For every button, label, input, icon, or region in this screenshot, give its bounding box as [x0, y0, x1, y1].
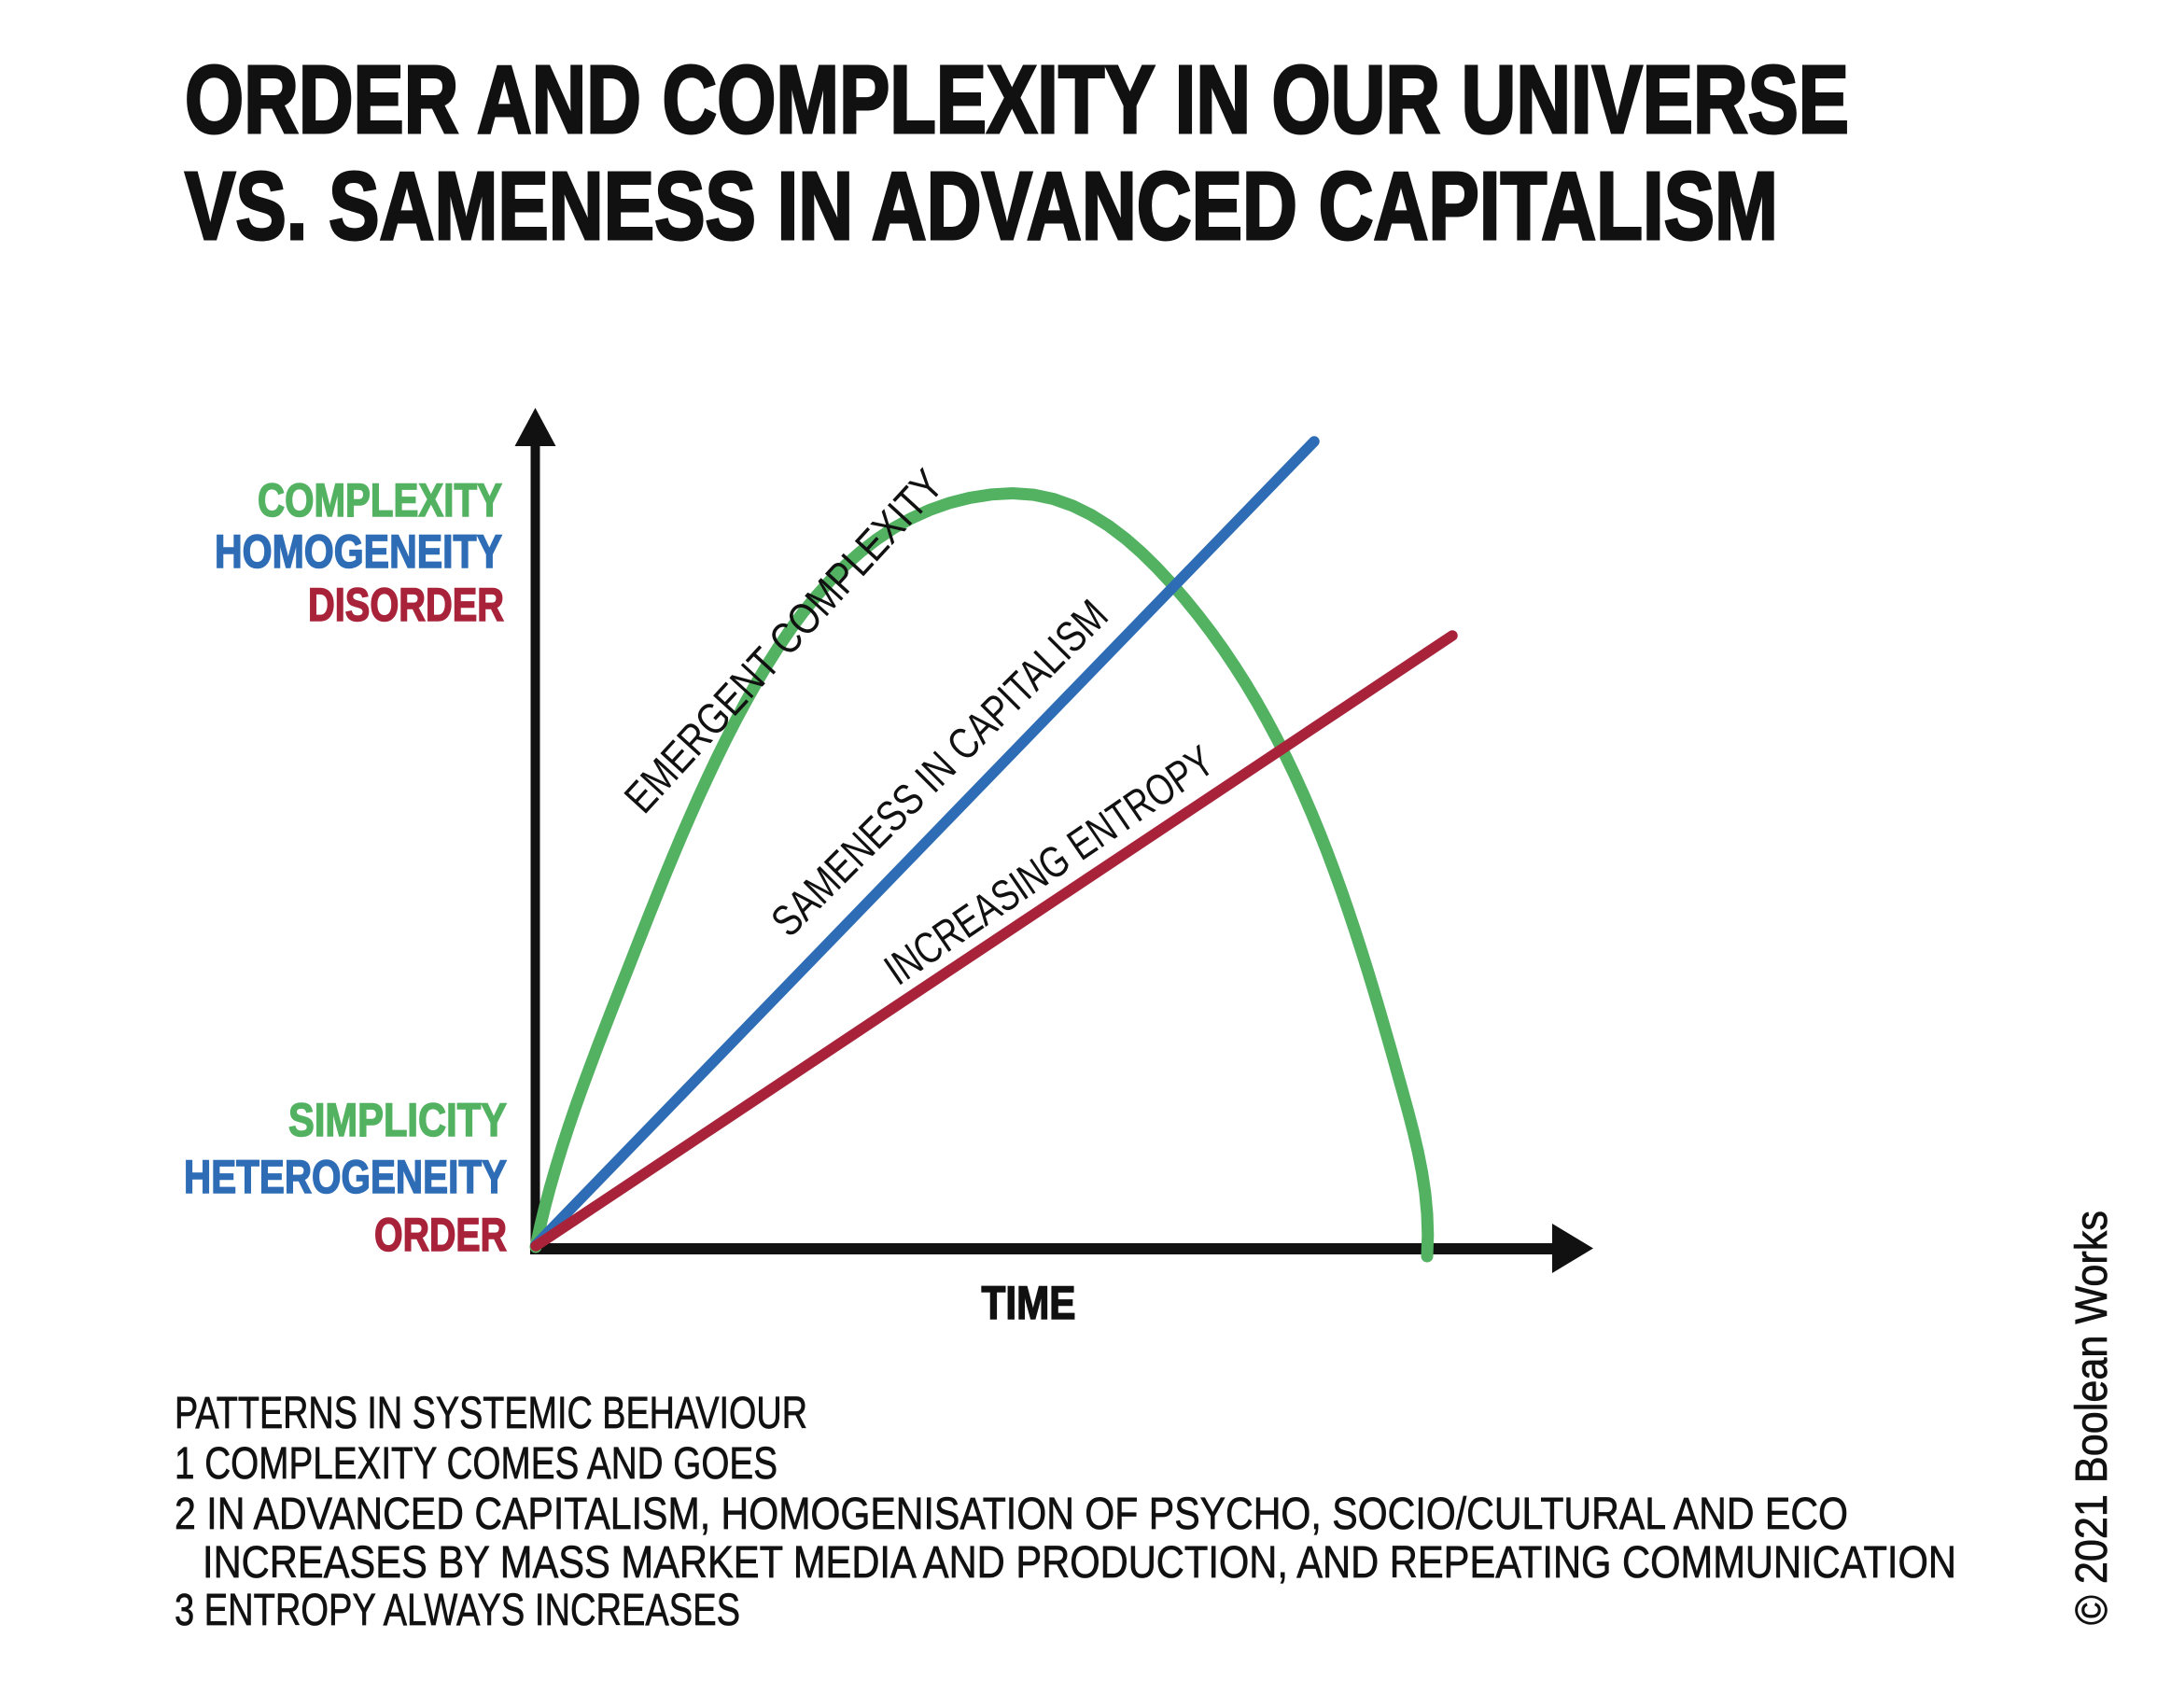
svg-text:PATTERNS IN SYSTEMIC BEHAVIOUR: PATTERNS IN SYSTEMIC BEHAVIOUR [175, 1389, 807, 1438]
svg-text:ORDER: ORDER [374, 1209, 507, 1261]
svg-text:HETEROGENEITY: HETEROGENEITY [184, 1151, 507, 1203]
svg-text:INCREASES BY MASS MARKET MEDIA: INCREASES BY MASS MARKET MEDIA AND PRODU… [203, 1538, 1956, 1588]
svg-text:1 COMPLEXITY COMES AND GOES: 1 COMPLEXITY COMES AND GOES [175, 1439, 777, 1489]
svg-text:2 IN ADVANCED CAPITALISM, HOMO: 2 IN ADVANCED CAPITALISM, HOMOGENISATION… [175, 1490, 1848, 1539]
svg-text:DISORDER: DISORDER [308, 579, 504, 631]
svg-text:TIME: TIME [982, 1277, 1076, 1329]
svg-text:HOMOGENEITY: HOMOGENEITY [215, 525, 502, 578]
svg-text:SIMPLICITY: SIMPLICITY [288, 1094, 507, 1146]
svg-text:ORDER AND COMPLEXITY IN OUR UN: ORDER AND COMPLEXITY IN OUR UNIVERSE [185, 46, 1849, 153]
svg-text:3 ENTROPY ALWAYS INCREASES: 3 ENTROPY ALWAYS INCREASES [175, 1586, 740, 1635]
svg-text:VS. SAMENESS IN ADVANCED CAPIT: VS. SAMENESS IN ADVANCED CAPITALISM [185, 152, 1778, 259]
svg-text:© 2021 Boolean Works: © 2021 Boolean Works [2067, 1211, 2117, 1625]
svg-text:COMPLEXITY: COMPLEXITY [258, 474, 502, 526]
